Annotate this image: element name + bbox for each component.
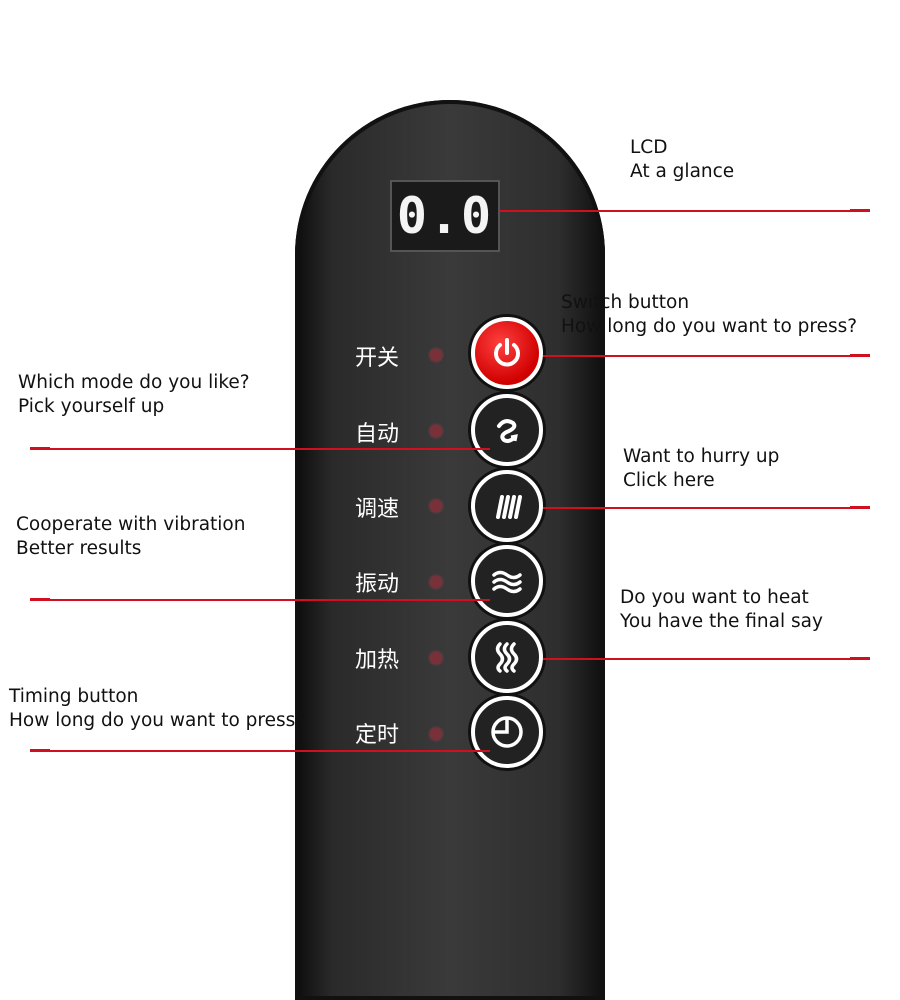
auto-label: 自动 xyxy=(355,422,400,447)
lcd-leader-cap xyxy=(850,209,870,212)
vibration-annotation-text: Better results xyxy=(16,538,142,559)
speed-leader-cap xyxy=(850,506,870,509)
heat-annotation-text: You have the final say xyxy=(620,611,823,632)
speed-led xyxy=(430,500,442,512)
timing-leader-cap xyxy=(30,749,50,752)
speed-leader-line xyxy=(543,507,870,509)
mode-leader-line xyxy=(30,448,490,450)
switch-leader-cap xyxy=(850,354,870,357)
power-button[interactable] xyxy=(471,317,543,389)
heat-leader-line xyxy=(543,658,870,660)
mode-annotation: Which mode do you like? Pick yourself up xyxy=(18,371,250,419)
speed-bars-icon xyxy=(496,495,522,519)
timer-clock-icon xyxy=(491,716,523,748)
heat-led xyxy=(430,652,442,664)
timing-annotation-title: Timing button xyxy=(9,686,139,707)
lcd-annotation-text: At a glance xyxy=(630,161,735,182)
heat-button[interactable] xyxy=(471,621,543,693)
lcd-display: 0.0 xyxy=(390,180,500,252)
timing-leader-line xyxy=(30,750,490,752)
vibration-leader-line xyxy=(30,599,490,601)
vibration-leader-cap xyxy=(30,598,50,601)
timer-led xyxy=(430,728,442,740)
lcd-annotation-title: LCD xyxy=(630,137,668,158)
speed-annotation: Want to hurry up Click here xyxy=(623,445,779,493)
mode-annotation-text: Pick yourself up xyxy=(18,396,165,417)
speed-annotation-title: Want to hurry up xyxy=(623,446,780,467)
vibration-led xyxy=(430,576,442,588)
auto-led xyxy=(430,425,442,437)
power-icon xyxy=(494,338,520,367)
auto-cycle-icon xyxy=(497,419,518,443)
vibration-label: 振动 xyxy=(355,572,400,597)
speed-button[interactable] xyxy=(471,470,543,542)
lcd-leader-line xyxy=(500,210,870,212)
mode-annotation-title: Which mode do you like? xyxy=(18,372,250,393)
switch-leader-line xyxy=(543,355,870,357)
auto-button[interactable] xyxy=(471,394,543,466)
heat-icon xyxy=(495,642,519,673)
power-led xyxy=(430,349,442,361)
heat-label: 加热 xyxy=(355,648,400,673)
heat-leader-cap xyxy=(850,657,870,660)
timer-button[interactable] xyxy=(471,696,543,768)
mode-leader-cap xyxy=(30,447,50,450)
vibration-waves-icon xyxy=(492,570,522,594)
vibration-annotation-title: Cooperate with vibration xyxy=(16,514,246,535)
speed-annotation-text: Click here xyxy=(623,470,715,491)
switch-annotation-text: How long do you want to press? xyxy=(561,316,858,337)
timing-annotation-text: How long do you want to press? xyxy=(9,710,306,731)
vibration-button[interactable] xyxy=(471,545,543,617)
power-label: 开关 xyxy=(355,346,400,371)
heat-annotation-title: Do you want to heat xyxy=(620,587,809,608)
speed-label: 调速 xyxy=(355,497,400,522)
lcd-annotation: LCD At a glance xyxy=(630,136,734,184)
switch-annotation-title: Switch button xyxy=(561,292,690,313)
timer-label: 定时 xyxy=(355,723,400,748)
